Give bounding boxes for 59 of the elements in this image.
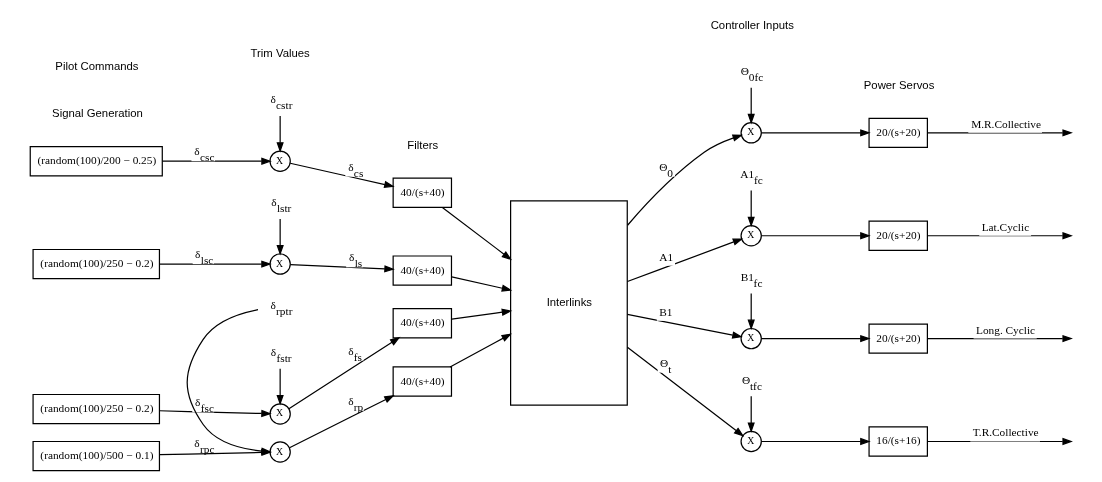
label: Trim Values [250,47,310,60]
node-circle: X [740,122,762,144]
node-box: (random(100)/200 − 0.25) [29,146,163,177]
edge-label: Long. Cyclic [975,323,1036,336]
arrow [760,232,871,240]
arrow [276,218,284,256]
edge-label: Lat.Cyclic [981,220,1030,233]
edge-label: B1 [659,305,673,318]
arrow [451,276,513,292]
arrow [760,437,871,446]
arrow [289,162,395,189]
edge-label: M.R.Collective [971,117,1041,130]
node-box: (random(100)/250 − 0.2) [32,393,161,425]
node-box: 20/(s+20) [868,117,928,149]
node-circle: X [740,430,762,453]
arrow [747,189,755,228]
label: Filters [407,138,439,151]
arrow [449,333,513,368]
label: Signal Generation [52,107,143,120]
arrow [626,313,743,339]
arrow [747,87,755,125]
node-circle: X [269,403,291,425]
arrow [161,157,272,165]
arrow [926,129,1073,137]
node-circle: X [269,253,291,275]
node-circle: X [269,441,291,463]
arrow [760,334,871,343]
node-box: 40/(s+40) [392,255,453,286]
edge-label: A1 [659,250,674,263]
arrow [626,238,744,283]
arrow [451,308,513,320]
node-box: (random(100)/250 − 0.2) [32,248,161,280]
node-box: 20/(s+20) [868,220,928,251]
arrow [760,129,871,137]
arrow [276,115,284,153]
node-box: 40/(s+40) [392,308,453,339]
arrow [626,134,744,226]
label: Pilot Commands [55,60,139,73]
arrow [747,292,755,331]
arrow [158,409,272,418]
label: Controller Inputs [710,18,794,31]
node-box: 16/(s+16) [868,426,928,457]
node-circle: X [740,327,762,350]
node-box: 40/(s+40) [392,366,453,397]
node-box: Interlinks [510,200,628,406]
arrow [441,206,513,261]
arrow [926,437,1073,446]
label: Power Servos [863,78,935,91]
arrow [626,346,745,437]
arrow [276,368,284,406]
node-box: 40/(s+40) [392,177,453,208]
edge-label: T.R.Collective [972,426,1039,439]
node-box: 20/(s+20) [868,323,928,354]
node-box: (random(100)/500 − 0.1) [32,440,161,472]
node-circle: X [740,225,762,247]
node-circle: X [269,150,291,172]
arrow [289,263,395,273]
arrow [747,395,755,434]
arrow [158,260,272,268]
